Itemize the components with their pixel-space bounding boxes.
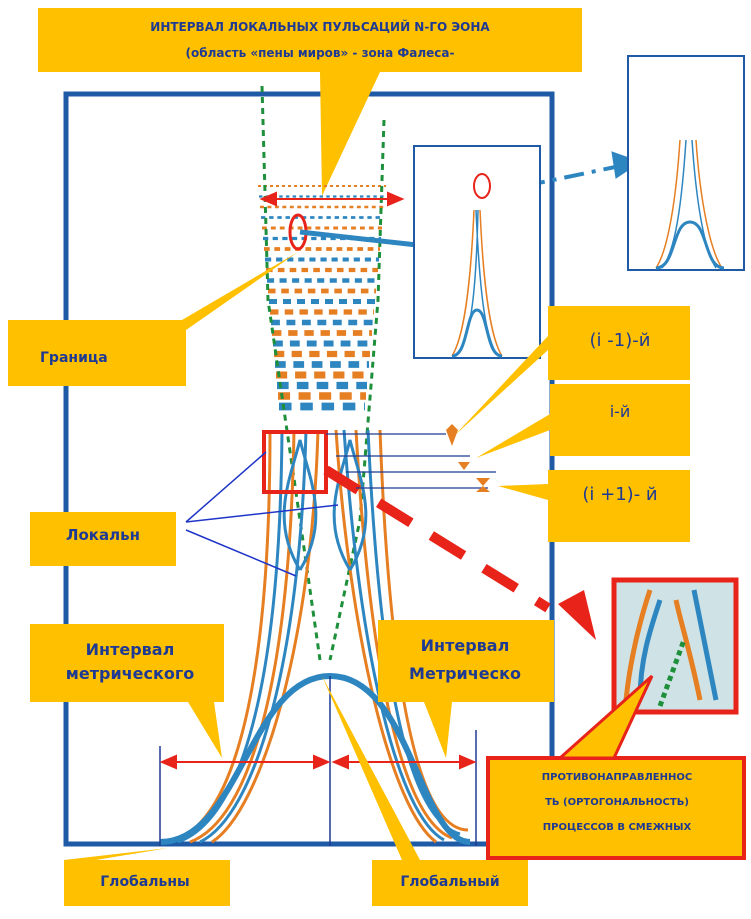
opposite-pointer	[560, 676, 652, 758]
i-minus-label: (i -1)-й	[560, 330, 680, 353]
zoom-arrowhead	[558, 590, 596, 640]
local-label: Локальн	[48, 526, 158, 545]
opposite-line-3: ПРОЦЕССОВ В СМЕЖНЫХ	[494, 822, 740, 835]
metric-left-line-2: метрического	[50, 664, 210, 684]
global-right-label: Глобальный	[380, 874, 520, 892]
i-plus-marker	[476, 478, 490, 492]
metric-left-line-1: Интервал	[50, 640, 210, 660]
title-line-1: ИНТЕРВАЛ ЛОКАЛЬНЫХ ПУЛЬСАЦИЙ N-ГО ЭОНА	[80, 20, 560, 35]
metric-right-line-2: Метрическо	[390, 664, 540, 684]
global-left-label: Глобальны	[70, 874, 220, 892]
i-plus-label: (i +1)- й	[560, 484, 680, 507]
title-line-2: (область «пены миров» - зона Фалеса-	[80, 46, 560, 61]
inset-2	[628, 56, 744, 270]
opposite-line-2: ТЬ (ОРТОГОНАЛЬНОСТЬ)	[494, 797, 740, 810]
envelope-right	[330, 120, 384, 660]
i-self-marker	[458, 462, 470, 470]
i-minus-marker	[446, 424, 458, 446]
metric-right-line-1: Интервал	[390, 636, 540, 656]
border-label: Граница	[40, 350, 170, 368]
i-self-label: i-й	[560, 402, 680, 422]
opposite-line-1: ПРОТИВОНАПРАВЛЕННОС	[494, 772, 740, 785]
